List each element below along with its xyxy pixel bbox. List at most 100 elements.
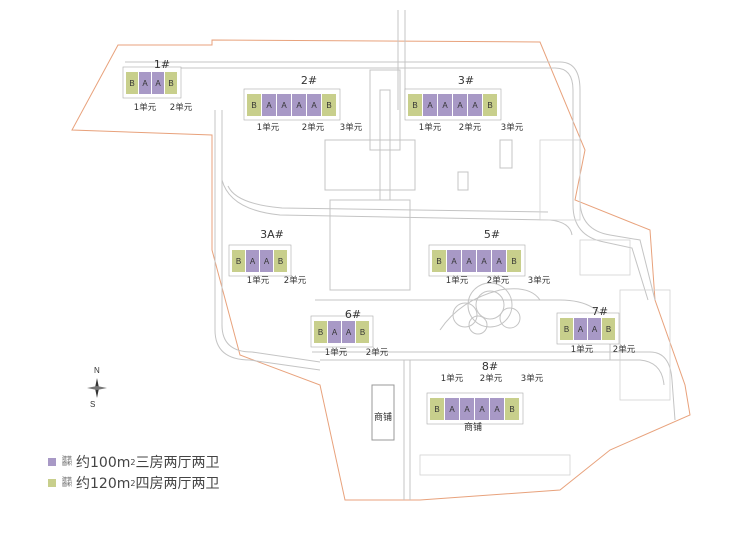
unit-cell-label: A — [155, 79, 161, 88]
unit-cell — [460, 398, 474, 420]
unit-cell — [507, 250, 521, 272]
entrance-label: 3单元 — [340, 122, 363, 133]
unit-cell-label: A — [472, 101, 478, 110]
unit-cell — [232, 250, 245, 272]
unit-cell-label: B — [509, 405, 514, 414]
compass-south: S — [90, 400, 96, 409]
unit-cell — [447, 250, 461, 272]
unit-cell — [126, 72, 138, 94]
entrance-label: 2单元 — [459, 122, 482, 133]
compass-rose-icon — [87, 378, 107, 398]
unit-cell — [438, 94, 452, 116]
legend-sup-120: 2 — [130, 478, 136, 488]
unit-cell-label: A — [281, 101, 287, 110]
roads — [125, 10, 676, 500]
unit-cell — [423, 94, 437, 116]
site-boundary — [71, 39, 691, 501]
unit-cell — [462, 250, 476, 272]
unit-cell-label: A — [479, 405, 485, 414]
unit-cell — [432, 250, 446, 272]
garden — [439, 282, 541, 335]
unit-cell-label: A — [442, 101, 448, 110]
unit-cell-label: A — [427, 101, 433, 110]
unit-cell — [165, 72, 177, 94]
unit-cell-label: A — [494, 405, 500, 414]
unit-cell-label: B — [278, 257, 283, 266]
unit-cell-label: A — [496, 257, 502, 266]
unit-cell-label: B — [412, 101, 417, 110]
unit-cell — [477, 250, 491, 272]
unit-cell-label: A — [464, 405, 470, 414]
unit-cell — [307, 94, 321, 116]
unit-cell — [483, 94, 497, 116]
unit-cell-label: B — [168, 79, 173, 88]
unit-cell — [430, 398, 444, 420]
entrance-label: 1单元 — [134, 102, 157, 113]
unit-cell — [453, 94, 467, 116]
unit-cell — [152, 72, 164, 94]
entrance-label: 1单元 — [257, 122, 280, 133]
central-plaza — [324, 69, 513, 291]
unit-cell — [475, 398, 489, 420]
unit-cell-label: B — [436, 257, 441, 266]
compass-north: N — [94, 366, 100, 375]
unit-cell-label: B — [564, 325, 569, 334]
unit-cell — [314, 321, 327, 343]
unit-cell — [505, 398, 519, 420]
unit-cell-label: B — [129, 79, 134, 88]
unit-cell — [328, 321, 341, 343]
building-name: 6# — [345, 308, 361, 321]
entrance-label: 3单元 — [501, 122, 524, 133]
unit-cell-label: B — [434, 405, 439, 414]
entrance-label: 3单元 — [528, 275, 551, 286]
unit-cell-label: B — [318, 328, 323, 337]
unit-cell-label: A — [142, 79, 148, 88]
entrance-label: 2单元 — [487, 275, 510, 286]
shop-label: 商铺 — [374, 411, 392, 423]
unit-cell-label: A — [250, 257, 256, 266]
unit-cell — [292, 94, 306, 116]
unit-cell-label: A — [592, 325, 598, 334]
unit-cell-label: B — [360, 328, 365, 337]
building-name: 2# — [301, 74, 317, 87]
entrance-label: 1单元 — [325, 347, 348, 358]
unit-cell-label: A — [266, 101, 272, 110]
unit-cell-label: A — [457, 101, 463, 110]
legend-type-100: 三房两厅两卫 — [135, 455, 220, 471]
building-name: 5# — [484, 228, 500, 241]
unit-cell-label: B — [236, 257, 241, 266]
unit-cell-label: B — [606, 325, 611, 334]
unit-cell-label: B — [326, 101, 331, 110]
entrance-label: 1单元 — [571, 344, 594, 355]
legend-swatch-120 — [48, 479, 56, 487]
unit-cell — [574, 318, 587, 340]
building-name: 7# — [592, 305, 608, 318]
unit-cell — [492, 250, 506, 272]
unit-cell-label: B — [251, 101, 256, 110]
building-name: 3A# — [260, 228, 284, 241]
legend-swatch-100 — [48, 458, 56, 466]
legend-area-120: 约120m — [76, 476, 131, 492]
unit-cell-label: A — [449, 405, 455, 414]
unit-cell — [560, 318, 573, 340]
unit-cell — [260, 250, 273, 272]
unit-cell — [247, 94, 261, 116]
building-name: 8# — [482, 360, 498, 373]
entrance-label: 2单元 — [480, 373, 503, 384]
entrance-label: 2单元 — [284, 275, 307, 286]
unit-cell — [408, 94, 422, 116]
unit-cell — [445, 398, 459, 420]
parking-areas — [419, 139, 671, 476]
legend-tiny-120: 建筑面积 — [62, 477, 73, 488]
unit-cell-label: A — [346, 328, 352, 337]
unit-cell-label: B — [487, 101, 492, 110]
unit-cell-label: A — [451, 257, 457, 266]
unit-cell — [246, 250, 259, 272]
